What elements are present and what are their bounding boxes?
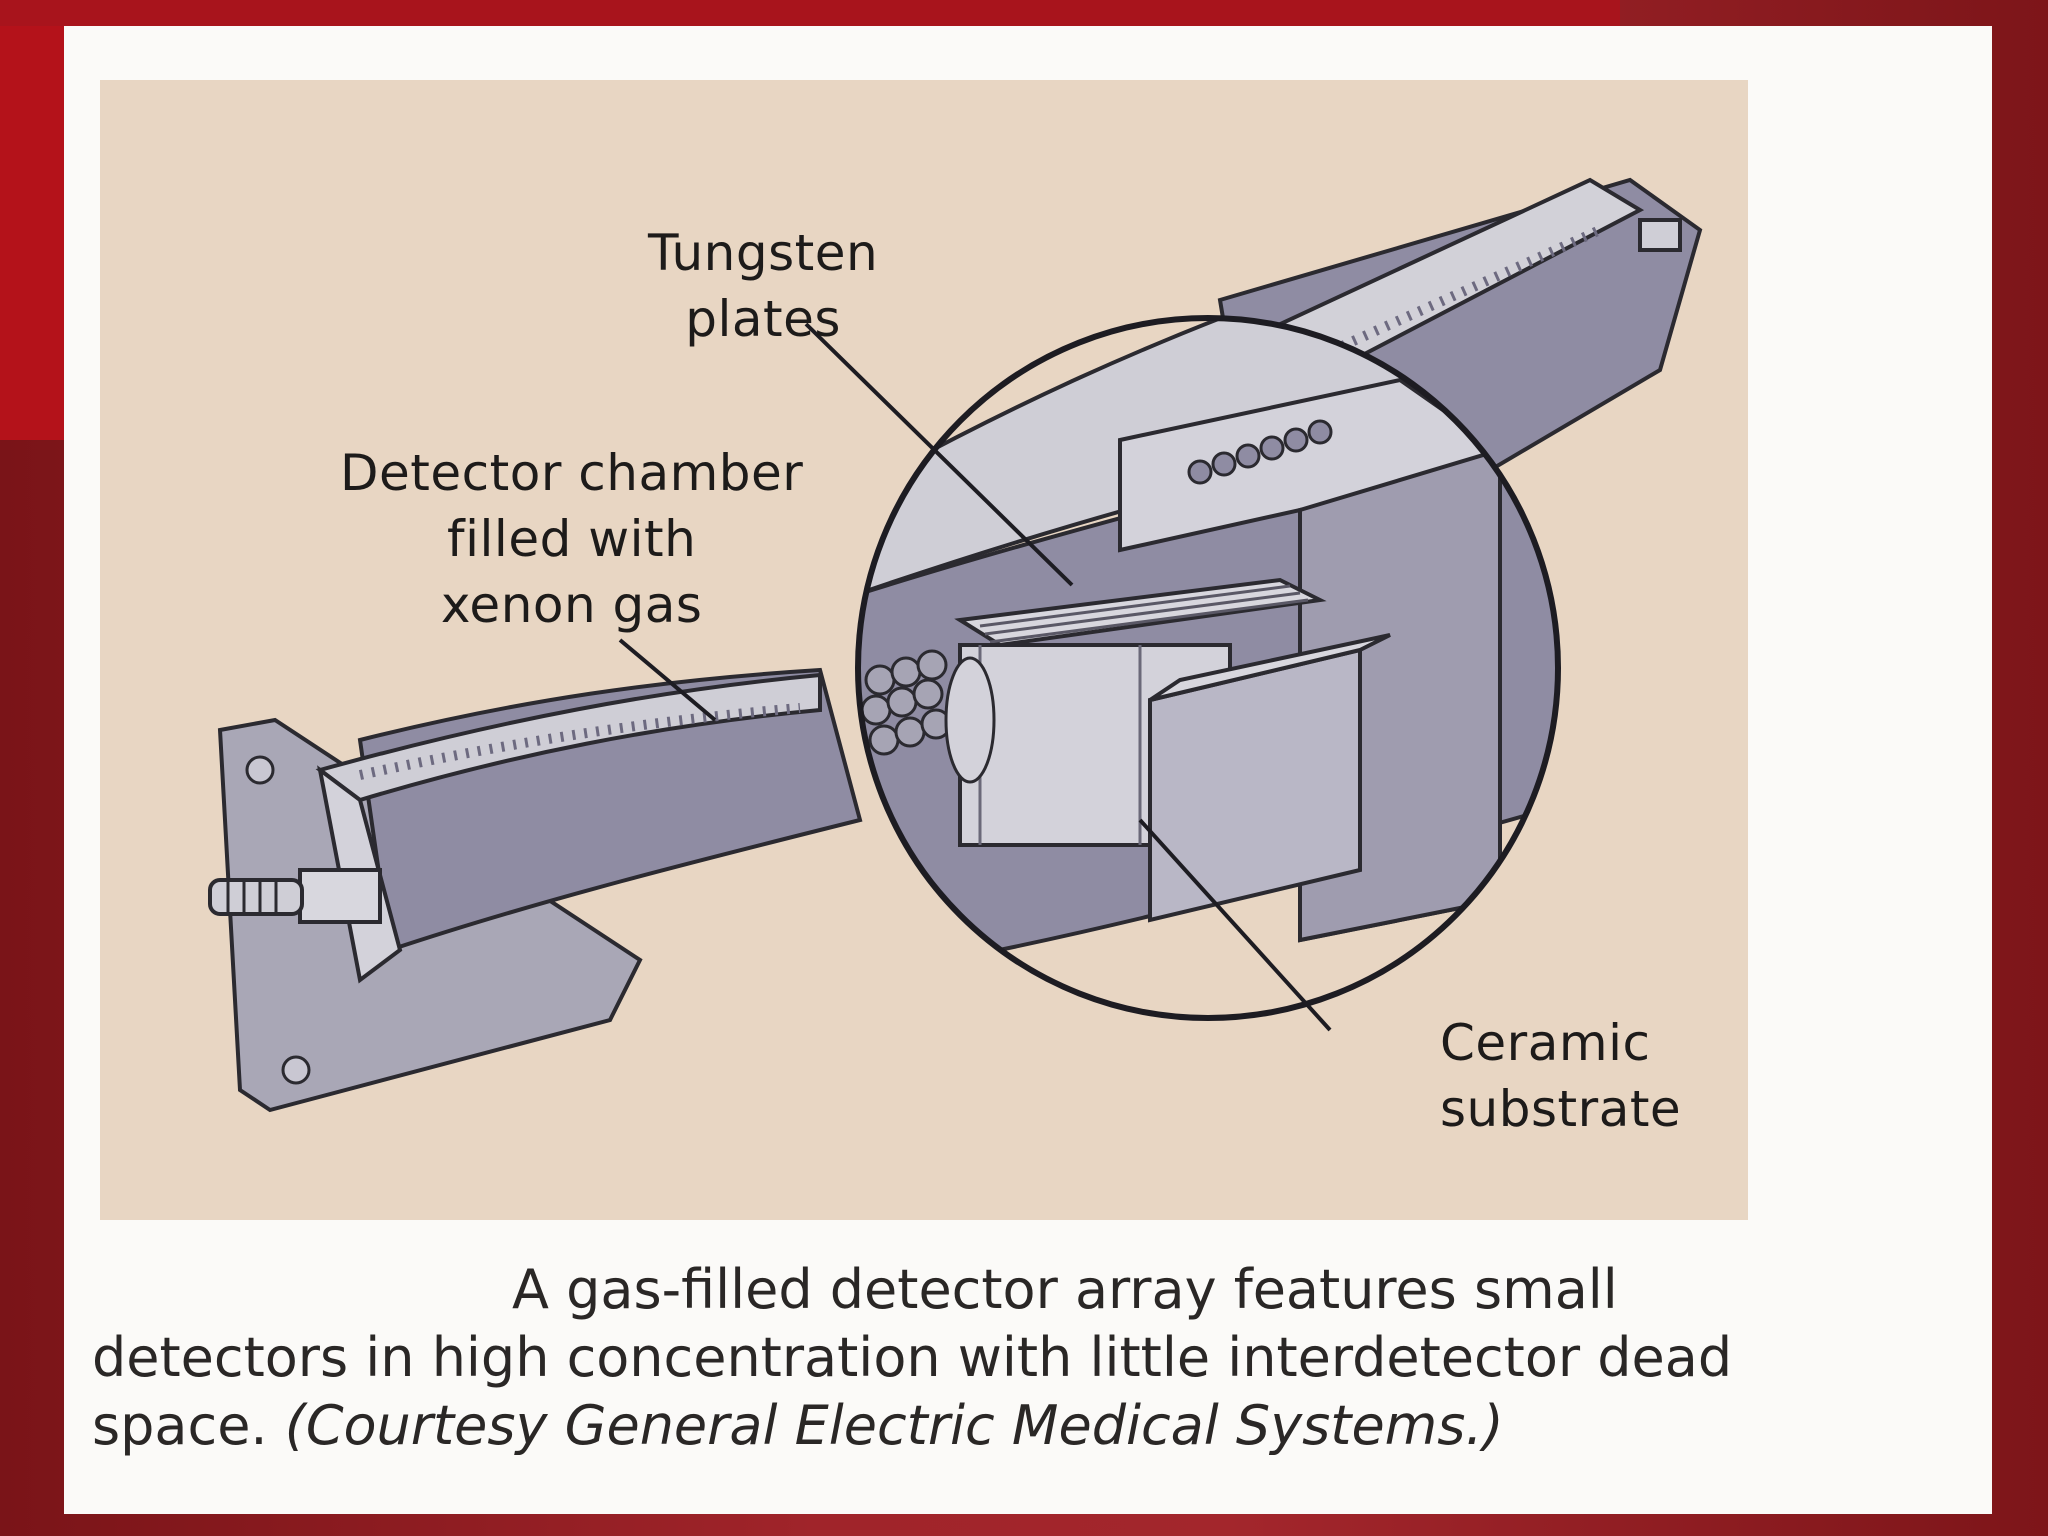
connector-threads xyxy=(226,880,278,914)
mounting-screw-top xyxy=(245,755,275,785)
magnified-view xyxy=(858,318,1558,1018)
right-end-post xyxy=(1638,218,1682,252)
frame-accent-left xyxy=(0,0,64,440)
slide-page: Tungsten plates Detector chamber filled … xyxy=(64,26,1992,1514)
caption-line-3-text: space. xyxy=(92,1394,285,1457)
label-detector-chamber: Detector chamber filled with xenon gas xyxy=(340,444,804,634)
gas-tube-openings-top xyxy=(1187,419,1333,485)
detector-array-figure: Tungsten plates Detector chamber filled … xyxy=(100,80,1748,1220)
figure-caption: A gas-filled detector array features sma… xyxy=(92,1256,1852,1460)
cable-connector xyxy=(298,868,382,924)
ceramic-leader-line xyxy=(1138,818,1332,1032)
connector-threaded-post xyxy=(208,878,304,916)
caption-line-3: space. (Courtesy General Electric Medica… xyxy=(92,1392,1852,1460)
gas-tube-bundle xyxy=(860,649,952,756)
caption-line-2: detectors in high concentration with lit… xyxy=(92,1326,1733,1389)
label-tungsten-plates: Tungsten plates xyxy=(648,224,879,348)
frame-accent-top xyxy=(0,0,1620,26)
tungsten-leader-line xyxy=(804,322,1074,587)
detector-array-illustration xyxy=(100,80,1748,1220)
mounting-screw-bottom xyxy=(281,1055,311,1085)
caption-courtesy: (Courtesy General Electric Medical Syste… xyxy=(284,1394,1504,1457)
tungsten-plate-stack xyxy=(979,584,1309,644)
chamber-leader-line xyxy=(618,638,717,722)
caption-line-1: A gas-filled detector array features sma… xyxy=(512,1258,1618,1321)
label-ceramic-substrate: Ceramic substrate xyxy=(1440,1014,1682,1138)
detector-arm-top-rail xyxy=(315,672,822,803)
magnify-circle xyxy=(855,315,1561,1021)
